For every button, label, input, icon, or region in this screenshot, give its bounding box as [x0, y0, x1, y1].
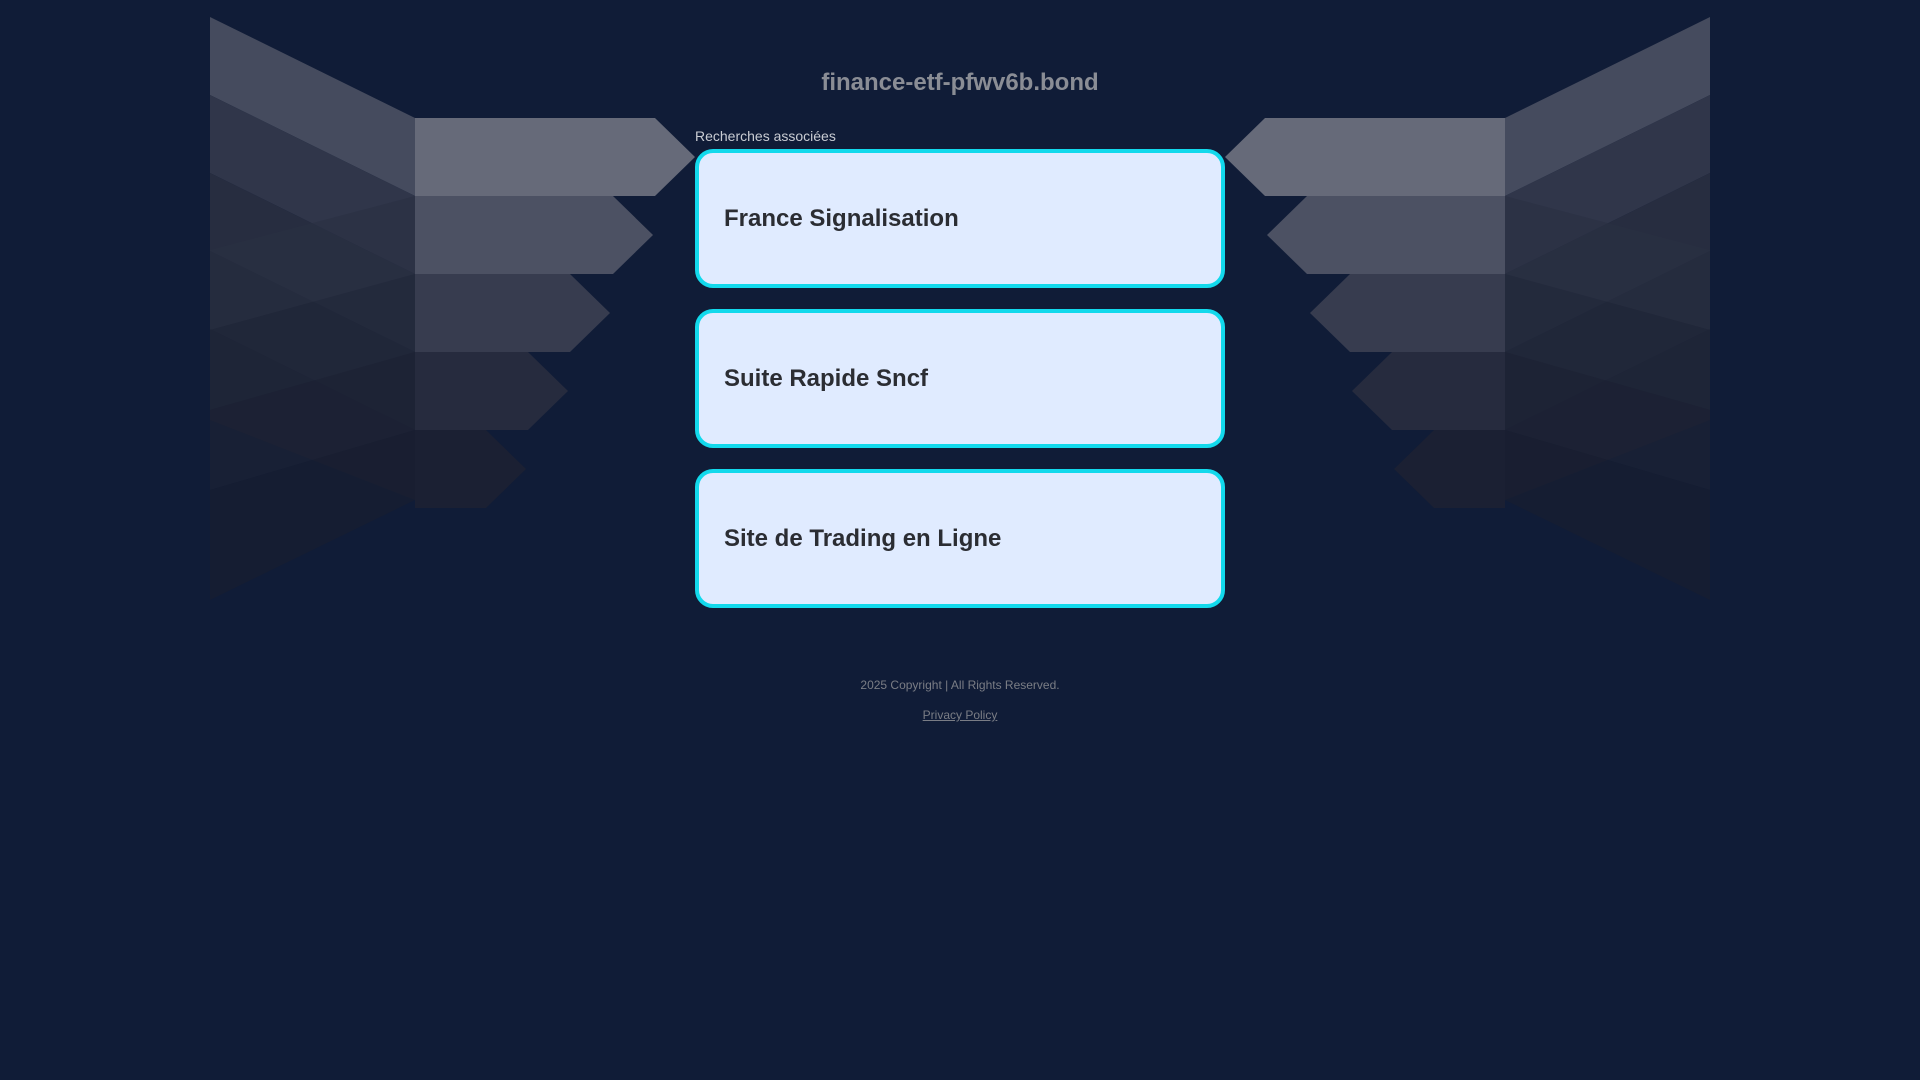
- related-search-label: France Signalisation: [724, 204, 959, 232]
- related-search-label: Site de Trading en Ligne: [724, 524, 1002, 552]
- related-searches-label: Recherches associées: [695, 128, 836, 144]
- privacy-policy-link[interactable]: Privacy Policy: [922, 708, 998, 722]
- related-searches-list: France Signalisation Suite Rapide Sncf S…: [695, 149, 1225, 629]
- domain-title: finance-etf-pfwv6b.bond: [821, 69, 1099, 96]
- related-search-card[interactable]: France Signalisation: [695, 149, 1225, 288]
- related-search-card[interactable]: Site de Trading en Ligne: [695, 469, 1225, 608]
- related-search-card[interactable]: Suite Rapide Sncf: [695, 309, 1225, 448]
- related-search-label: Suite Rapide Sncf: [724, 364, 929, 392]
- footer-copyright: 2025 Copyright | All Rights Reserved.: [860, 678, 1060, 692]
- footer-links: Privacy Policy: [0, 708, 1920, 722]
